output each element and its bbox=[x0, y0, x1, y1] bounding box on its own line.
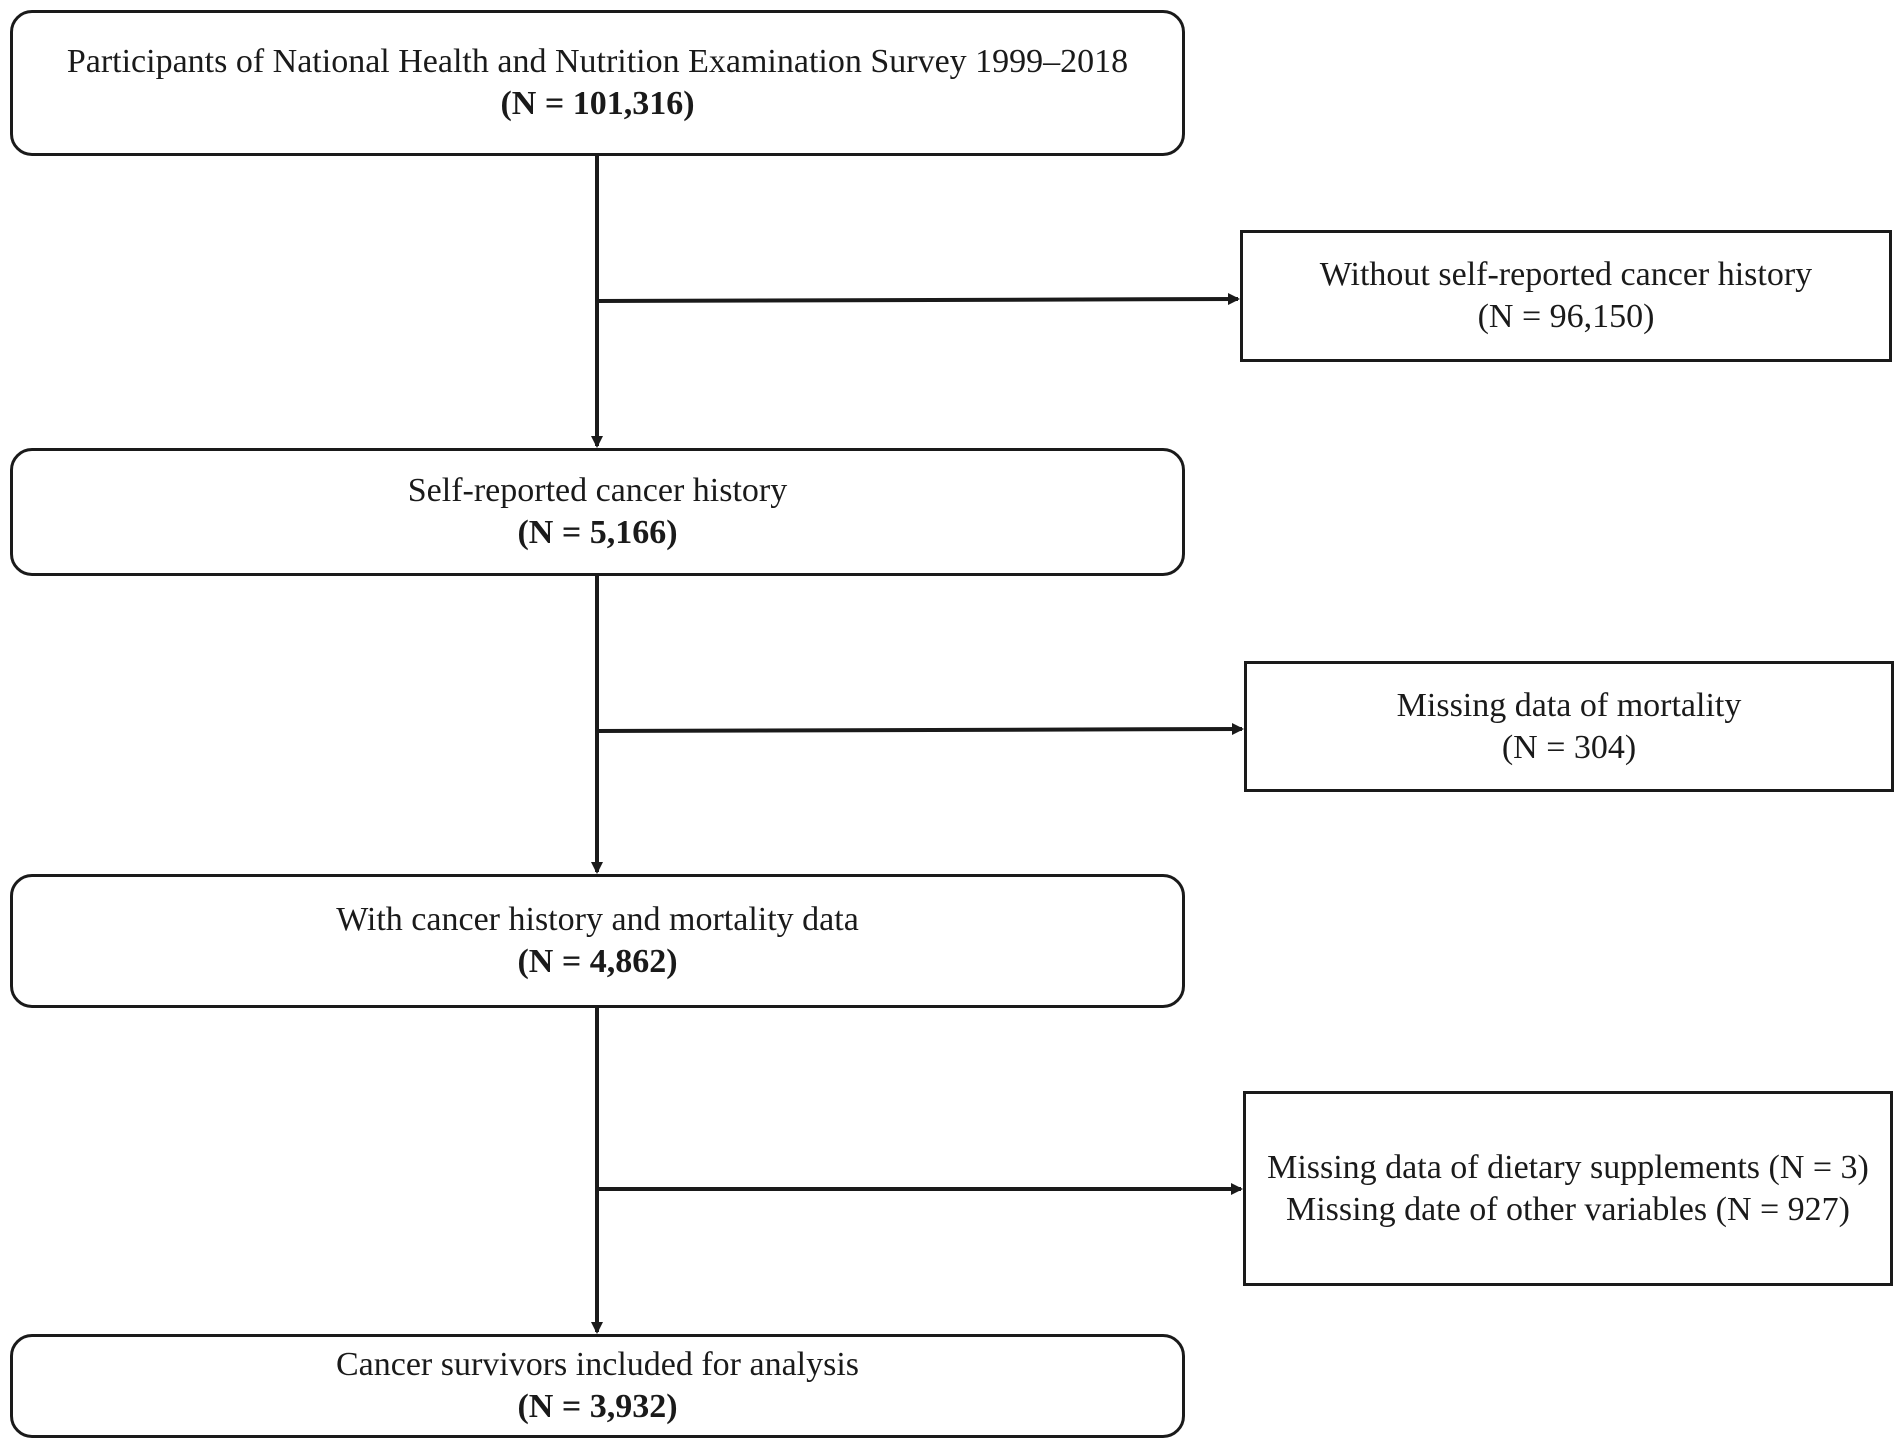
missing-mortality-count: (N = 304) bbox=[1501, 728, 1637, 766]
cancer-mortality-label: With cancer history and mortality data bbox=[336, 901, 859, 938]
without-history-box: Without self-reported cancer history (N … bbox=[1240, 230, 1892, 362]
self-reported-count: (N = 5,166) bbox=[517, 514, 678, 551]
cancer-mortality-box: With cancer history and mortality data (… bbox=[10, 874, 1185, 1008]
missing-other-variables-line: Missing date of other variables (N = 927… bbox=[1286, 1190, 1850, 1228]
missing-supplements-line: Missing data of dietary supplements (N =… bbox=[1267, 1148, 1869, 1186]
cancer-mortality-count: (N = 4,862) bbox=[517, 943, 678, 980]
survivors-count: (N = 3,932) bbox=[517, 1388, 678, 1425]
self-reported-box: Self-reported cancer history (N = 5,166) bbox=[10, 448, 1185, 576]
participants-count: (N = 101,316) bbox=[500, 85, 695, 122]
missing-supplements-box: Missing data of dietary supplements (N =… bbox=[1243, 1091, 1893, 1286]
without-history-label: Without self-reported cancer history bbox=[1319, 256, 1813, 293]
survivors-box: Cancer survivors included for analysis (… bbox=[10, 1334, 1185, 1438]
without-history-count: (N = 96,150) bbox=[1477, 298, 1655, 335]
arrow-to-without-history bbox=[596, 293, 1240, 306]
survivors-label: Cancer survivors included for analysis bbox=[335, 1346, 860, 1383]
participants-label: Participants of National Health and Nutr… bbox=[66, 43, 1129, 80]
participants-box: Participants of National Health and Nutr… bbox=[10, 10, 1185, 156]
missing-mortality-label: Missing data of mortality bbox=[1396, 686, 1742, 724]
missing-mortality-box: Missing data of mortality (N = 304) bbox=[1244, 661, 1894, 792]
arrow-to-missing-mortality bbox=[596, 723, 1244, 736]
self-reported-label: Self-reported cancer history bbox=[407, 472, 788, 509]
